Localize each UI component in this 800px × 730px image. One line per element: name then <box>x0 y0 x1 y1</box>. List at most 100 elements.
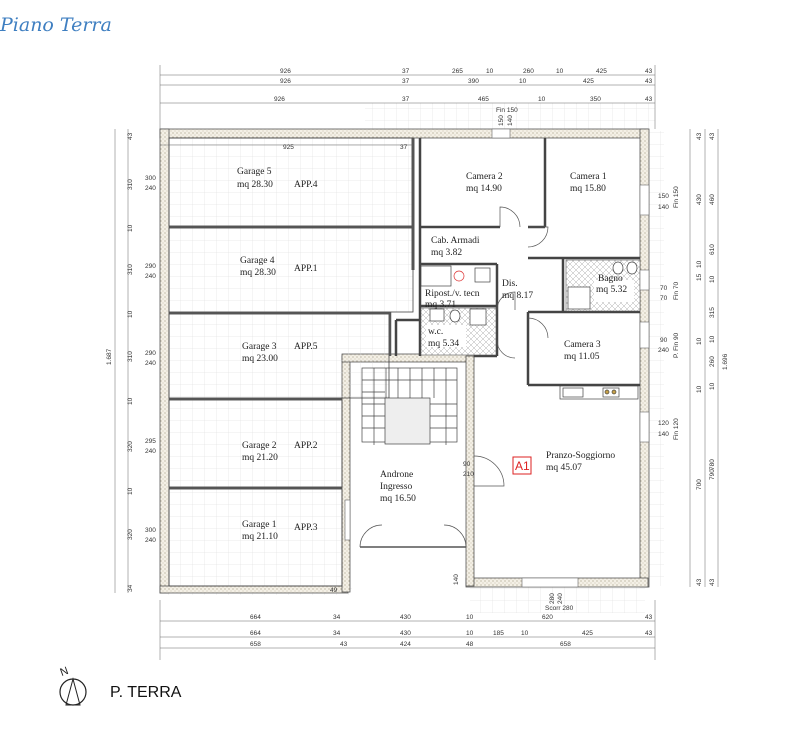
dim-10a: 10 <box>486 68 494 75</box>
dim-b-34a: 34 <box>333 614 341 621</box>
dim-b-664a: 664 <box>250 614 261 621</box>
dim-ri-10a: 10 <box>696 260 703 268</box>
dim-10c: 10 <box>519 78 527 85</box>
dim-150: 150 <box>498 115 505 126</box>
dim-li-240b: 240 <box>145 273 156 280</box>
garage1-app: APP.3 <box>294 523 318 533</box>
dim-43c: 43 <box>645 96 653 103</box>
dim-l-43: 43 <box>127 132 134 140</box>
dim-b-664b: 664 <box>250 630 261 637</box>
sanitary-fixtures <box>420 261 638 326</box>
dim-b-424: 424 <box>400 641 411 648</box>
camera3-area: mq 11.05 <box>564 352 600 362</box>
dim-425a: 425 <box>596 68 607 75</box>
right-dimensions: 1.696 43 460 610 10 315 10 260 10 790 70… <box>658 132 729 586</box>
garage4-app: APP.1 <box>294 264 318 274</box>
dim-140-misc: 140 <box>453 574 460 585</box>
windows <box>344 128 650 588</box>
dim-scorr-label: Scorr 280 <box>545 605 574 612</box>
doors <box>359 206 549 548</box>
ripost-area: mq 3.71 <box>425 300 456 310</box>
dim-926c: 926 <box>274 96 285 103</box>
dim-door-90: 90 <box>463 461 471 468</box>
dim-b-658a: 658 <box>250 641 261 648</box>
dim-rf-70a: 70 <box>660 285 668 292</box>
dim-ri-430: 430 <box>696 194 703 205</box>
androne-name2: Ingresso <box>380 482 412 492</box>
dim-b-10a: 10 <box>466 614 474 621</box>
dim-li-240e: 240 <box>145 537 156 544</box>
dim-scorr-280: 280 <box>549 593 556 604</box>
pranzo-area: mq 45.07 <box>546 463 582 473</box>
dim-b-34b: 34 <box>333 630 341 637</box>
dim-li-290a: 290 <box>145 263 156 270</box>
dim-l-320a: 320 <box>127 441 134 452</box>
terrace-grid-top <box>365 103 655 131</box>
garage4-area: mq 28.30 <box>240 268 276 278</box>
garage2-area: mq 21.20 <box>242 453 278 463</box>
dim-door-210: 210 <box>463 471 474 478</box>
camera3-name: Camera 3 <box>564 340 601 350</box>
unit-tag: A1 <box>515 459 530 473</box>
dim-l-10c: 10 <box>127 397 134 405</box>
dim-b-430b: 430 <box>400 630 411 637</box>
dim-260: 260 <box>523 68 534 75</box>
garage1-name: Garage 1 <box>242 520 277 530</box>
cab-name: Cab. Armadi <box>431 236 480 246</box>
north-icon <box>65 677 81 706</box>
garage5-app: APP.4 <box>294 180 318 190</box>
garage2-app: APP.2 <box>294 441 318 451</box>
dim-ri-43: 43 <box>696 132 703 140</box>
dim-925: 925 <box>283 144 294 151</box>
dim-ri-780: 780 <box>709 459 716 470</box>
dim-37c: 37 <box>402 96 410 103</box>
top-dimensions: 926 37 265 10 260 10 425 43 926 37 390 1… <box>274 68 653 151</box>
dim-r-790: 790 <box>709 469 716 480</box>
dim-rf-90: 90 <box>660 337 668 344</box>
dim-li-300b: 300 <box>145 527 156 534</box>
dim-rf-240: 240 <box>658 347 669 354</box>
unit-tag-box <box>512 456 532 475</box>
garage4-name: Garage 4 <box>240 256 275 266</box>
dim-r-10b: 10 <box>709 335 716 343</box>
dim-b-43b: 43 <box>645 630 653 637</box>
dim-b-48: 48 <box>466 641 474 648</box>
dim-140: 140 <box>507 115 514 126</box>
dim-37a: 37 <box>402 68 410 75</box>
dim-b-43a: 43 <box>645 614 653 621</box>
dim-li-300a: 300 <box>145 175 156 182</box>
garage1-area: mq 21.10 <box>242 532 278 542</box>
dim-37d: 37 <box>400 144 408 151</box>
dim-r-610: 610 <box>709 244 716 255</box>
dim-926a: 926 <box>280 68 291 75</box>
dim-rf-70b: 70 <box>660 295 668 302</box>
dim-right-total: 1.696 <box>722 353 729 370</box>
dim-rf-pfin90: P. Fin 90 <box>673 332 680 358</box>
dim-r-700: 700 <box>696 479 703 490</box>
garage3-app: APP.5 <box>294 342 318 352</box>
dim-ri-15: 15 <box>696 273 703 281</box>
stairwell <box>361 367 458 445</box>
dim-390: 390 <box>468 78 479 85</box>
dim-265: 265 <box>452 68 463 75</box>
dim-43a: 43 <box>645 68 653 75</box>
north-letter: N <box>59 665 71 679</box>
dim-r-460: 460 <box>709 194 716 205</box>
dim-926b: 926 <box>280 78 291 85</box>
dim-l-10d: 10 <box>127 487 134 495</box>
wc-area: mq 5.34 <box>428 339 459 349</box>
dim-b-10b: 10 <box>466 630 474 637</box>
dim-fin150: Fin 150 <box>496 107 518 114</box>
dim-scorr-240: 240 <box>557 593 564 604</box>
dim-r-43: 43 <box>709 132 716 140</box>
dim-350: 350 <box>590 96 601 103</box>
dim-left-total: 1.687 <box>106 348 113 365</box>
dim-r-43b: 43 <box>709 578 716 586</box>
dim-l-310a: 310 <box>127 179 134 190</box>
dim-465: 465 <box>478 96 489 103</box>
bagno-label-bg <box>594 280 634 302</box>
dim-b-185: 185 <box>493 630 504 637</box>
dim-l-320b: 320 <box>127 529 134 540</box>
page-title: Piano Terra <box>0 14 112 36</box>
